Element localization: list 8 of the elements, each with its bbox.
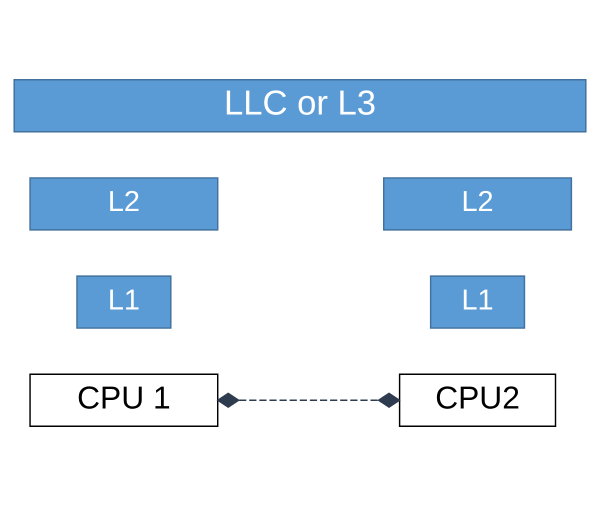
node-box: CPU 1	[29, 373, 218, 426]
node-box: L1	[430, 274, 526, 328]
node-box: LLC or L3	[13, 78, 587, 132]
node-box: L2	[29, 176, 218, 230]
connector	[216, 392, 401, 408]
node-box: L1	[76, 274, 172, 328]
node-box: CPU2	[398, 373, 556, 426]
node-box: L2	[383, 176, 572, 230]
